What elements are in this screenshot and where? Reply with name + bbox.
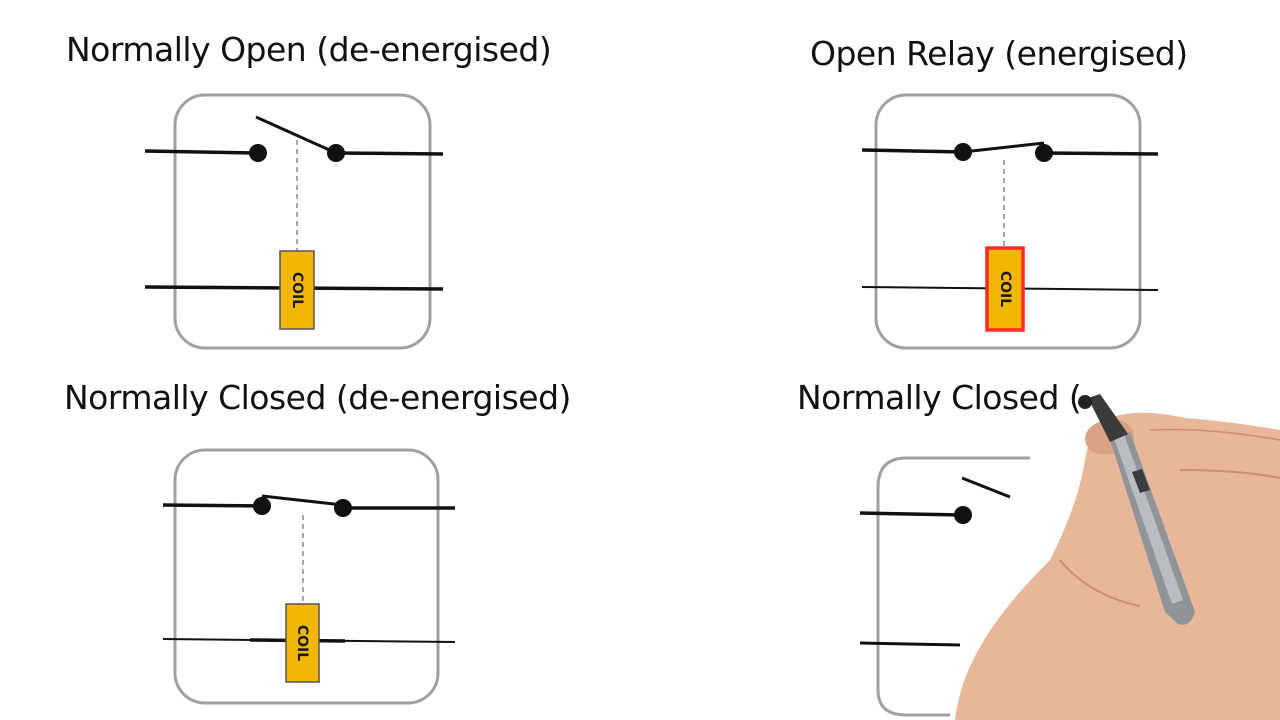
switch-arm-open bbox=[255, 115, 337, 155]
relay-box bbox=[874, 93, 1142, 350]
wire-top-right bbox=[1043, 151, 1159, 156]
contact-left bbox=[249, 144, 267, 162]
wire-top-left bbox=[162, 503, 263, 508]
coil bbox=[285, 603, 320, 683]
wire-top-left bbox=[859, 511, 964, 517]
relay-panel-open-relay-energised: COIL bbox=[861, 93, 1159, 350]
wire-top-left bbox=[861, 148, 964, 154]
wire-top-right bbox=[335, 151, 444, 156]
switch-arm-closed bbox=[962, 141, 1045, 154]
contact-left bbox=[253, 497, 271, 515]
contact-right bbox=[334, 499, 352, 517]
contact-right bbox=[1035, 144, 1053, 162]
wire-top-left bbox=[144, 149, 259, 155]
panel-title-normally-closed: Normally Closed (de-energised) bbox=[64, 378, 571, 417]
wire-bottom-partial bbox=[859, 641, 961, 647]
relay-box bbox=[173, 448, 440, 705]
relay-panel-normally-open: COIL bbox=[144, 93, 444, 350]
relay-panel-normally-closed-energised bbox=[859, 456, 1030, 717]
hand-holding-marker-icon bbox=[955, 394, 1280, 720]
relay-box-partial bbox=[876, 456, 1030, 717]
coil-label: COIL bbox=[294, 625, 310, 661]
switch-arm-closed bbox=[261, 494, 344, 507]
panel-title-normally-open: Normally Open (de-energised) bbox=[66, 30, 552, 69]
coil bbox=[279, 250, 315, 330]
contact-left bbox=[954, 506, 972, 524]
panel-title-normally-closed-energised: Normally Closed ( bbox=[797, 378, 1082, 417]
relay-panel-normally-closed: COIL bbox=[162, 448, 456, 705]
coil-label: COIL bbox=[289, 272, 305, 308]
relay-box bbox=[173, 93, 432, 350]
coil-energised bbox=[985, 246, 1025, 332]
panel-title-open-relay-energised: Open Relay (energised) bbox=[810, 34, 1188, 73]
switch-arm-partial bbox=[961, 476, 1011, 499]
coil-label: COIL bbox=[997, 271, 1013, 307]
